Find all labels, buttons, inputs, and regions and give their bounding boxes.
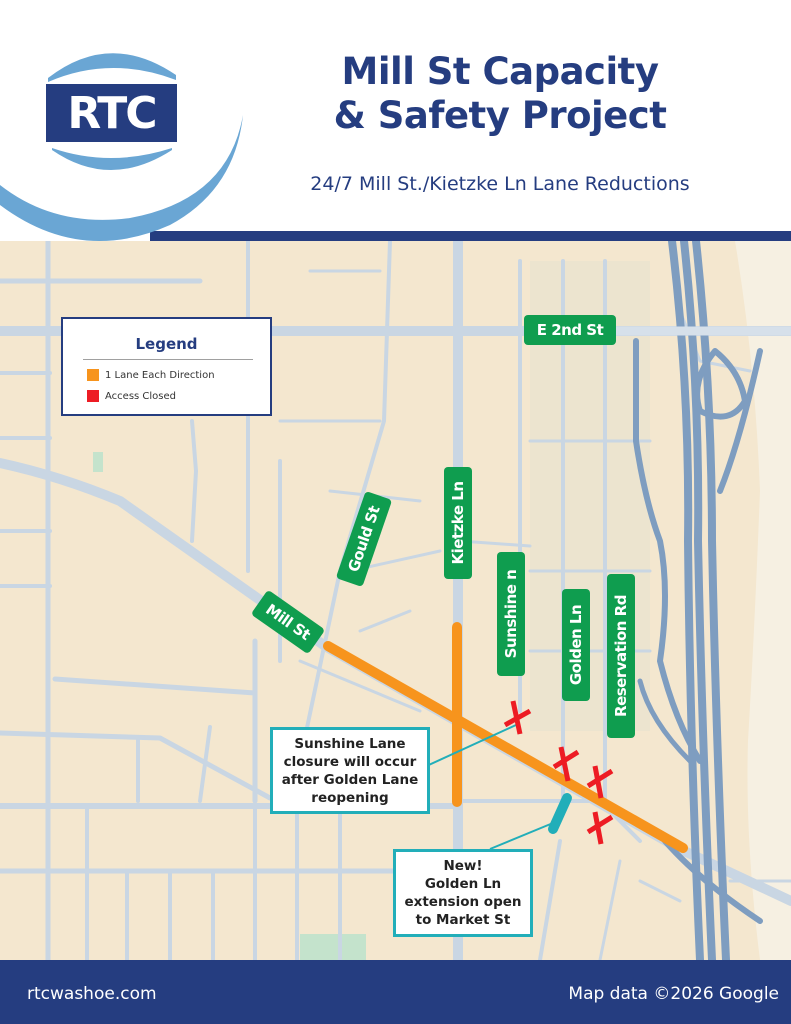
title-line-1: Mill St Capacity	[341, 50, 659, 93]
lane-reduction-segments	[323, 622, 688, 853]
rtc-logo-swoosh-icon	[0, 53, 243, 241]
page-subtitle: 24/7 Mill St./Kietzke Ln Lane Reductions	[310, 173, 690, 195]
legend-item-access-closed: Access Closed	[87, 390, 176, 402]
legend-divider	[83, 359, 253, 360]
callout-golden-extension: New! Golden Ln extension open to Market …	[393, 849, 533, 937]
rtc-logo[interactable]: RTC	[46, 84, 177, 142]
map-attribution: Map data ©2026 Google	[568, 984, 779, 1004]
street-label-golden-ln: Golden Ln	[562, 589, 590, 701]
access-closed-x-reservation-south	[586, 811, 614, 845]
access-closed-x-golden	[552, 746, 580, 782]
header-divider-bar	[150, 231, 791, 241]
street-label-sunshine-ln: Sunshine n	[497, 552, 525, 676]
page-title: Mill St Capacity & Safety Project	[250, 50, 750, 138]
street-label-reservation-rd: Reservation Rd	[607, 574, 635, 738]
website-link[interactable]: rtcwashoe.com	[27, 984, 157, 1004]
footer: rtcwashoe.com Map data ©2026 Google	[0, 960, 791, 1024]
logo-text: RTC	[67, 87, 157, 139]
access-closed-x-sunshine	[503, 700, 532, 735]
street-label-kietzke-ln: Kietzke Ln	[444, 467, 472, 579]
callout-sunshine-closure: Sunshine Lane closure will occur after G…	[270, 727, 430, 814]
street-label-e-2nd-st: E 2nd St	[524, 315, 616, 345]
access-closed-x-reservation-north	[586, 765, 614, 799]
orange-swatch-icon	[87, 369, 99, 381]
legend-item-lane-reduction: 1 Lane Each Direction	[87, 369, 215, 381]
red-swatch-icon	[87, 390, 99, 402]
title-line-2: & Safety Project	[333, 94, 667, 137]
legend-title: Legend	[135, 335, 198, 353]
map-legend: Legend 1 Lane Each Direction Access Clos…	[61, 317, 272, 416]
